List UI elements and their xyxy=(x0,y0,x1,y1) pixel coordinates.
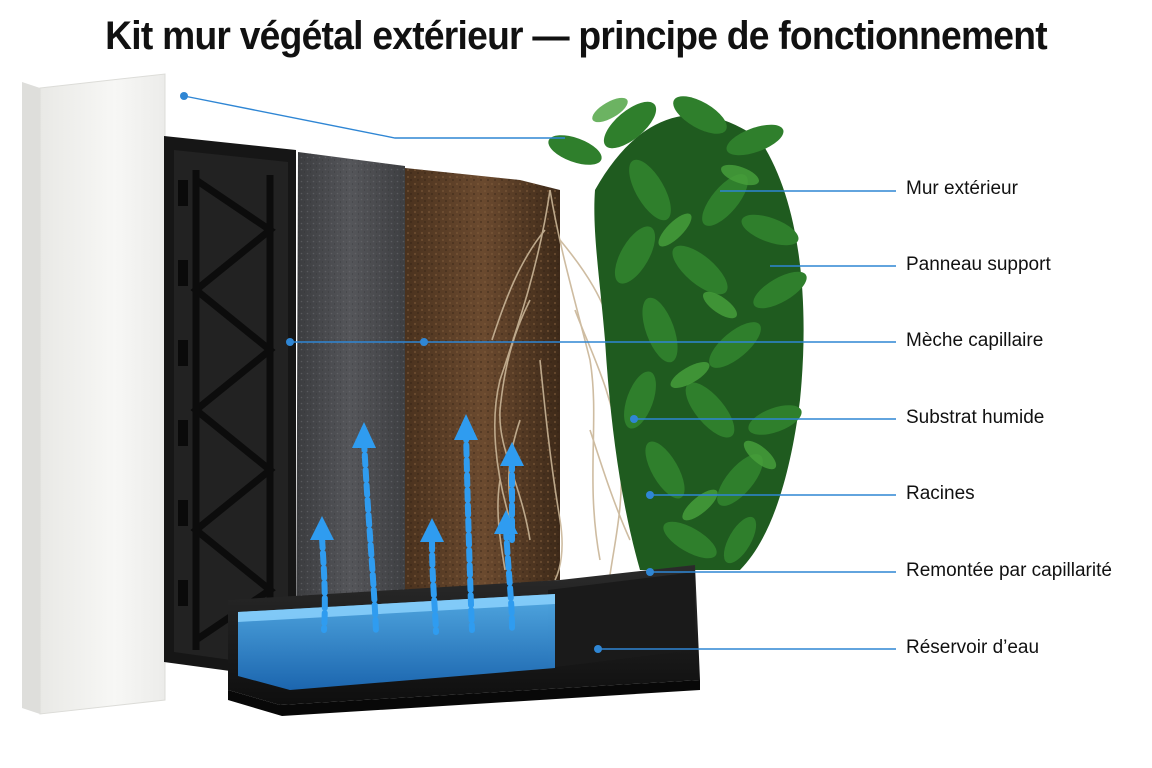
label-panneau-support: Panneau support xyxy=(906,254,1051,275)
capillary-rise-arrows xyxy=(319,427,516,635)
leader-dots xyxy=(180,92,654,653)
label-remontee-capillarite: Remontée par capillarité xyxy=(906,560,1112,581)
water-reservoir xyxy=(228,565,700,716)
support-panel xyxy=(164,136,296,680)
exterior-wall xyxy=(22,73,166,715)
label-substrat-humide: Substrat humide xyxy=(906,407,1045,428)
label-mur-exterieur: Mur extérieur xyxy=(906,178,1018,199)
leader-lines xyxy=(183,95,896,650)
arrow-heads xyxy=(310,414,524,542)
label-racines: Racines xyxy=(906,483,975,504)
substrate-block xyxy=(405,168,560,592)
diagram-title: Kit mur végétal extérieur — principe de … xyxy=(105,14,1047,58)
label-meche-capillaire: Mèche capillaire xyxy=(906,330,1044,351)
label-reservoir-eau: Réservoir d’eau xyxy=(906,637,1040,658)
